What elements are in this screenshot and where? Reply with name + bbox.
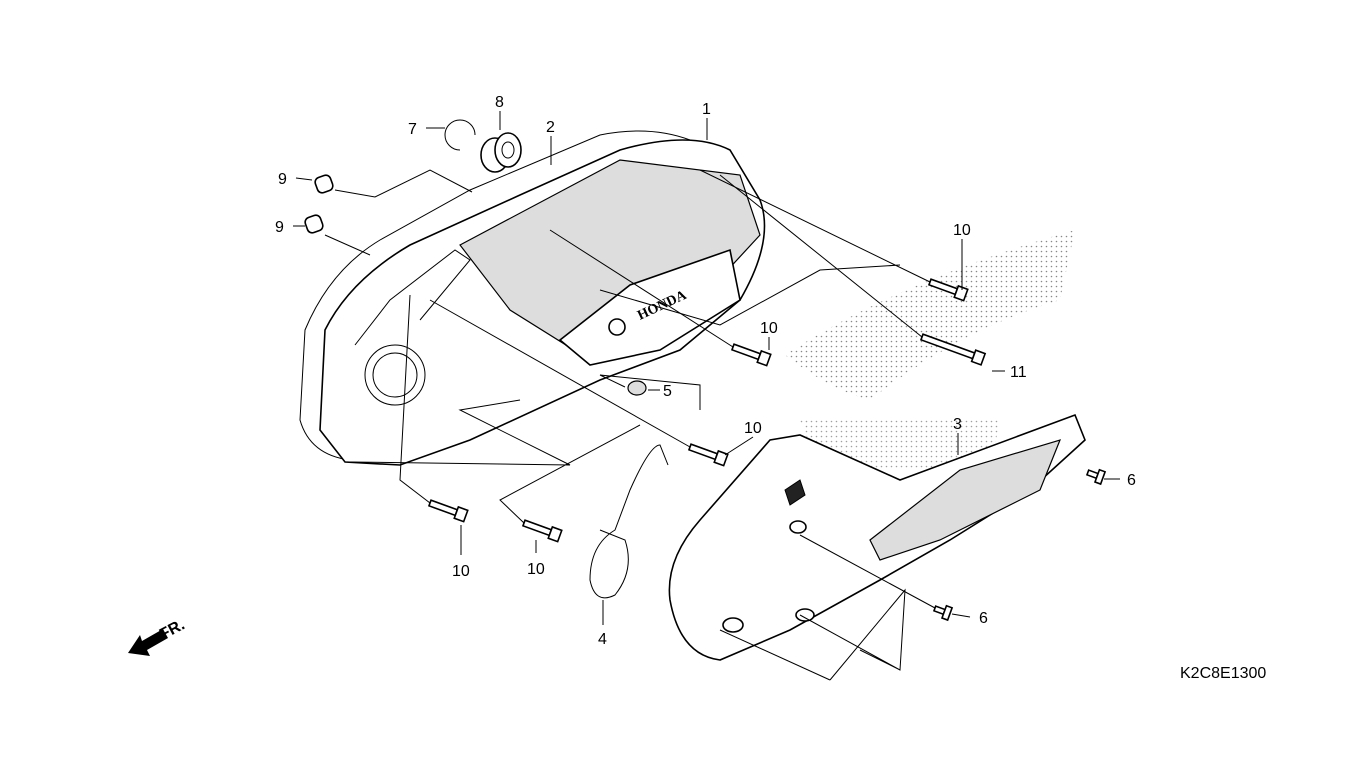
- callout-9: 9: [275, 219, 284, 236]
- dowel-pins: [304, 174, 334, 234]
- callout-1: 1: [702, 101, 711, 118]
- callout-6: 6: [1127, 472, 1136, 489]
- bearing: [480, 132, 522, 173]
- callout-3: 3: [953, 416, 962, 433]
- callout-7: 7: [408, 121, 417, 138]
- left-crankcase-cover: HONDA: [319, 139, 766, 466]
- callout-11: 11: [1010, 364, 1027, 381]
- front-direction-arrow: FR.: [128, 616, 188, 656]
- callout-10: 10: [452, 563, 470, 580]
- callout-10: 10: [760, 320, 778, 337]
- callout-10: 10: [527, 561, 545, 578]
- belt-cover: [668, 413, 1086, 661]
- callout-5: 5: [663, 383, 672, 400]
- diagram-code: K2C8E1300: [1180, 665, 1266, 682]
- callout-6: 6: [979, 610, 988, 627]
- callouts: 1 2 3 4 5 6 6 7 8 9 9 10 10 10 10 10 11: [275, 94, 1136, 648]
- circlip: [444, 119, 476, 151]
- callout-8: 8: [495, 94, 504, 111]
- callout-10: 10: [744, 420, 762, 437]
- callout-4: 4: [598, 631, 607, 648]
- callout-2: 2: [546, 119, 555, 136]
- wire-clip: [589, 444, 669, 599]
- callout-10: 10: [953, 222, 971, 239]
- gasket: [299, 130, 711, 461]
- seal: [627, 380, 647, 396]
- leader-lines: [293, 111, 1120, 681]
- arrow-icon: [128, 629, 168, 656]
- callout-9: 9: [278, 171, 287, 188]
